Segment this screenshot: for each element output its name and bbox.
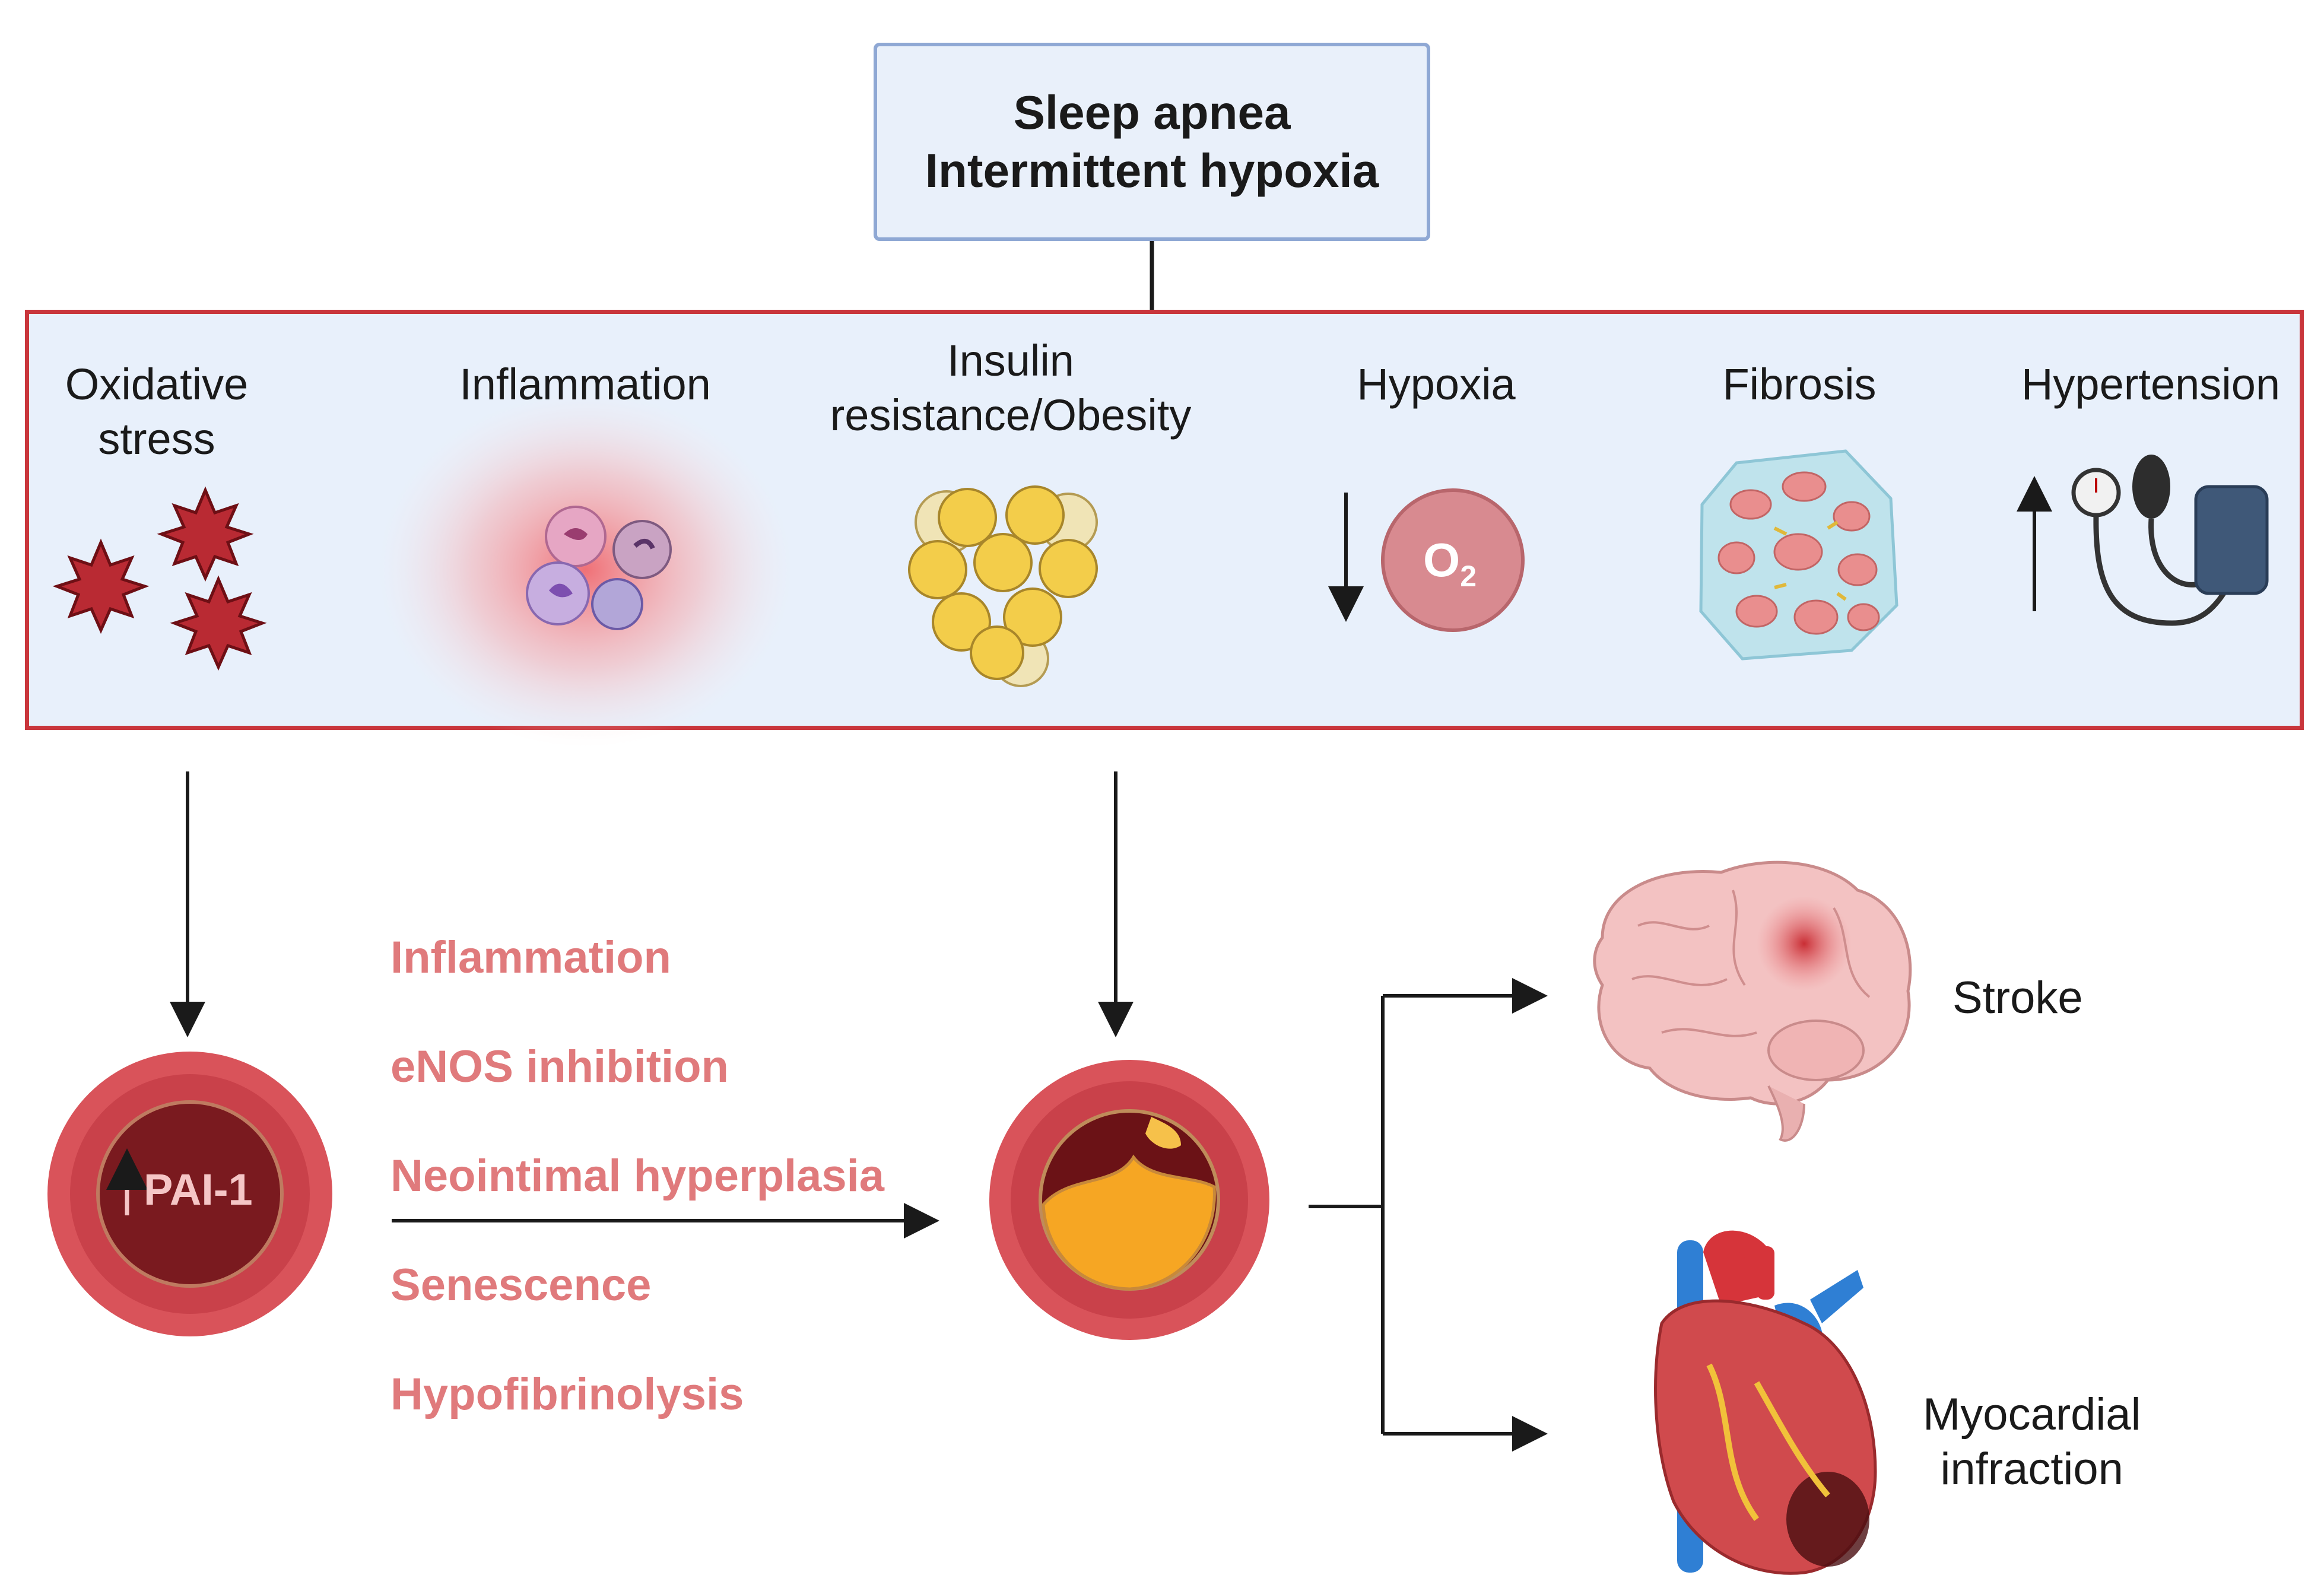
factor-oxidative-stress: Oxidative stress [0,357,382,466]
sleep-apnea-box: Sleep apnea Intermittent hypoxia [874,43,1430,241]
mechanism-neointimal-hyperplasia: Neointimal hyperplasia [390,1151,885,1201]
factor-hypertension: Hypertension [1925,357,2324,412]
factor-label-line1: Hypertension [2021,360,2280,409]
mechanism-senescence: Senescence [390,1260,652,1310]
factor-inflammation: Inflammation [360,357,811,412]
outcome-mi-line1: Myocardial [1923,1389,2141,1440]
factor-label-line1: Oxidative [65,360,249,409]
factor-label-line2: resistance/Obesity [830,390,1192,440]
outcome-mi-line2: infraction [1940,1444,2123,1494]
factor-label-line1: Inflammation [459,360,711,409]
mechanism-enos-inhibition: eNOS inhibition [390,1041,729,1092]
heart-icon [1654,1230,1877,1575]
top-box-line2: Intermittent hypoxia [925,144,1379,197]
oxygen-main: O [1423,533,1461,586]
factor-label-line1: Fibrosis [1722,360,1877,409]
outcome-stroke: Stroke [1952,973,2083,1023]
oxygen-icon [1328,488,1525,632]
outcome-myocardial-infarction: Myocardial infraction [1923,1387,2141,1497]
top-box-line1: Sleep apnea [1013,86,1291,139]
inflammation-cells-icon [377,392,793,748]
pai1-vessel [47,1052,332,1336]
oxidative-stress-icon [52,486,267,671]
oxygen-subscript: 2 [1460,560,1477,593]
mechanism-hypofibrinolysis: Hypofibrinolysis [390,1369,744,1419]
factor-label-line1: Insulin [947,336,1074,385]
factor-hypoxia: Hypoxia [1211,357,1662,412]
pai1-label: PAI-1 [144,1165,253,1214]
blood-pressure-cuff-icon [2017,455,2269,626]
oxygen-symbol: O2 [1423,533,1477,593]
fibrosis-tissue-icon [1699,449,1898,660]
adipocytes-icon [908,485,1098,687]
factor-insulin-resistance: Insulin resistance/Obesity [785,334,1236,443]
outcome-branch [1309,996,1385,1434]
factor-label-line2: stress [98,414,215,463]
factor-fibrosis: Fibrosis [1574,357,2025,412]
mechanism-inflammation: Inflammation [390,932,671,983]
atherosclerotic-vessel [989,1060,1269,1340]
brain-icon [1593,860,1912,1142]
factor-label-line1: Hypoxia [1357,360,1516,409]
